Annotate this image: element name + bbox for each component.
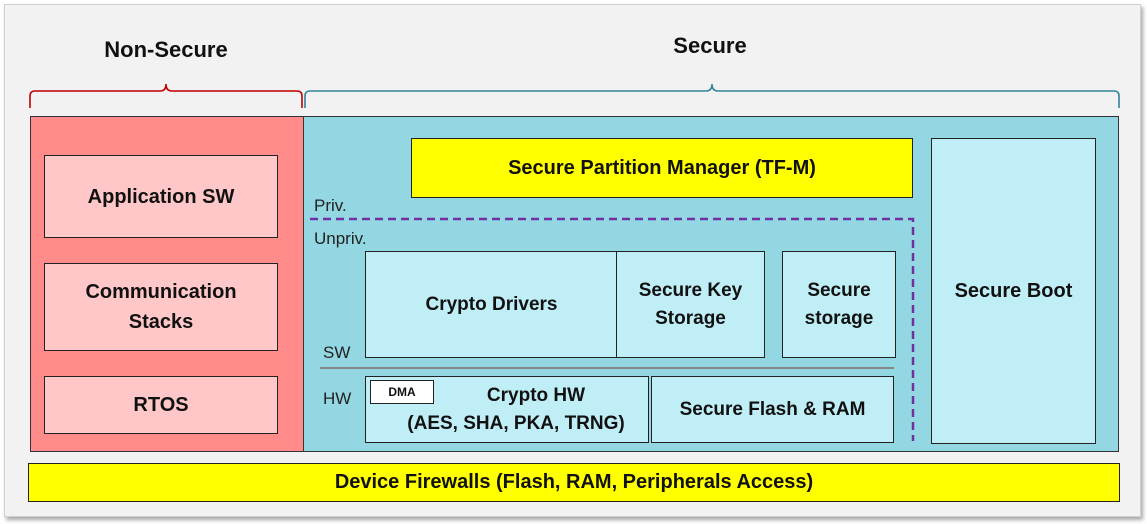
- crypto-drivers-box: Crypto Drivers: [365, 251, 618, 358]
- secure-partition-manager-box: Secure Partition Manager (TF-M): [411, 138, 913, 198]
- crypto-hw-title: Crypto HW: [486, 385, 586, 406]
- secure-key-storage-box: Secure Key Storage: [616, 251, 765, 358]
- secure-partition-manager-label: Secure Partition Manager (TF-M): [508, 156, 816, 179]
- secure-boot-label: Secure Boot: [954, 279, 1073, 302]
- application-sw-label: Application SW: [87, 185, 235, 208]
- hw-label: HW: [323, 389, 352, 408]
- dma-label: DMA: [388, 385, 416, 399]
- device-firewalls-box: Device Firewalls (Flash, RAM, Peripheral…: [28, 463, 1120, 502]
- communication-stacks-label: Communication Stacks: [85, 281, 237, 333]
- crypto-hw-subtitle: (AES, SHA, PKA, TRNG): [407, 413, 625, 434]
- sw-label: SW: [323, 343, 351, 362]
- non-secure-header: Non-Secure: [104, 37, 228, 62]
- device-firewalls-label: Device Firewalls (Flash, RAM, Peripheral…: [334, 471, 814, 493]
- unpriv-label: Unpriv.: [314, 229, 367, 248]
- secure-header: Secure: [673, 33, 747, 58]
- crypto-drivers-label: Crypto Drivers: [425, 293, 558, 315]
- dma-box: DMA: [370, 380, 434, 404]
- rtos-label: RTOS: [133, 394, 189, 416]
- non-secure-brace: [29, 83, 303, 108]
- secure-key-storage-label: Secure Key Storage: [638, 279, 743, 329]
- communication-stacks-box: Communication Stacks: [44, 263, 278, 351]
- secure-brace: [304, 83, 1120, 108]
- secure-storage-box: Secure storage: [782, 251, 896, 358]
- secure-flash-ram-label: Secure Flash & RAM: [679, 398, 866, 420]
- priv-label: Priv.: [314, 196, 347, 215]
- secure-boot-box: Secure Boot: [931, 138, 1096, 444]
- secure-flash-ram-box: Secure Flash & RAM: [651, 376, 894, 443]
- rtos-box: RTOS: [44, 376, 278, 434]
- secure-storage-label: Secure storage: [804, 279, 874, 329]
- application-sw-box: Application SW: [44, 155, 278, 238]
